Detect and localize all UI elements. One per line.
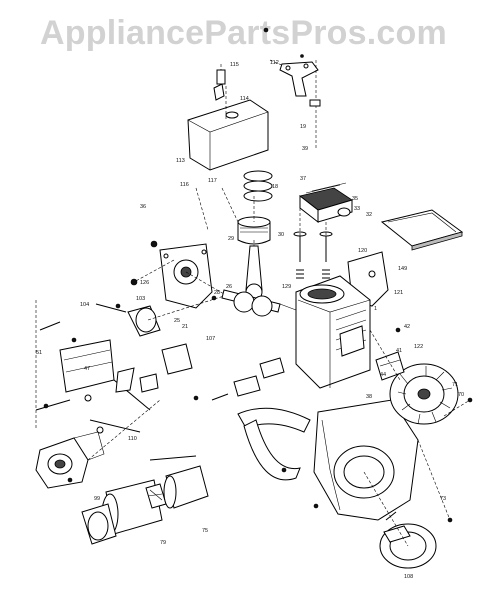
callout: 112 [270,60,279,66]
callout: 47 [84,366,90,372]
cylinder-shroud [237,407,311,481]
callout: 39 [302,146,308,152]
callout: 36 [140,204,146,210]
callout: 114 [240,96,249,102]
callout: 73 [440,496,446,502]
callout: 71 [452,382,458,388]
assembly-guide-lines [35,86,471,547]
callout: 42 [404,324,410,330]
callout: 41 [396,348,402,354]
callout: 26 [226,284,232,290]
callout: 19 [300,124,306,130]
piston-rings [243,170,273,202]
callout: 29 [228,236,234,242]
crankcase-cover [159,243,213,309]
callout: 110 [128,436,137,442]
callout: 51 [36,350,42,356]
callout: 149 [398,266,407,272]
callout: 122 [414,344,423,350]
governor-linkage [35,303,193,434]
callout: 107 [206,336,215,342]
valves-and-springs [293,231,333,279]
callout: 79 [160,540,166,546]
callout: 25 [174,318,180,324]
callout: 129 [282,284,291,290]
callout: 113 [176,158,185,164]
callout: 108 [404,574,413,580]
air-filter-assembly [81,455,209,545]
ignition-module [375,351,405,381]
cylinder-head [299,182,353,224]
callout: 30 [278,232,284,238]
callout: 103 [136,296,145,302]
callout: 33 [354,206,360,212]
intake-gaskets [139,357,285,401]
callout: 121 [394,290,403,296]
gasket-plate [380,209,464,251]
callout: 120 [358,248,367,254]
callout: 126 [140,280,149,286]
callout: 18 [272,184,278,190]
connecting-rod [245,245,263,301]
callout: 37 [300,176,306,182]
callout: 1 [374,306,377,312]
callout: 28 [214,290,220,296]
engine-block [295,275,371,389]
fasteners [43,27,473,523]
callout: 75 [202,528,208,534]
callout: 44 [380,372,386,378]
recoil-starter [379,511,437,569]
callout: 38 [366,394,372,400]
top-bracket [269,59,321,150]
piston [237,216,271,245]
flywheel [389,363,459,425]
carburetor [35,431,105,489]
callout: 117 [208,178,217,184]
air-cleaner-assembly [187,64,269,171]
callout: 99 [94,496,100,502]
callout: 116 [180,182,189,188]
callout: 70 [458,392,464,398]
blower-housing [313,399,419,521]
callout: 21 [182,324,188,330]
callout: 32 [366,212,372,218]
callout: 115 [230,62,239,68]
callout-labels: 115 114 112 113 116 117 39 37 19 18 35 3… [36,60,464,580]
callout: 104 [80,302,89,308]
crankshaft [221,289,297,317]
callout: 35 [352,196,358,202]
